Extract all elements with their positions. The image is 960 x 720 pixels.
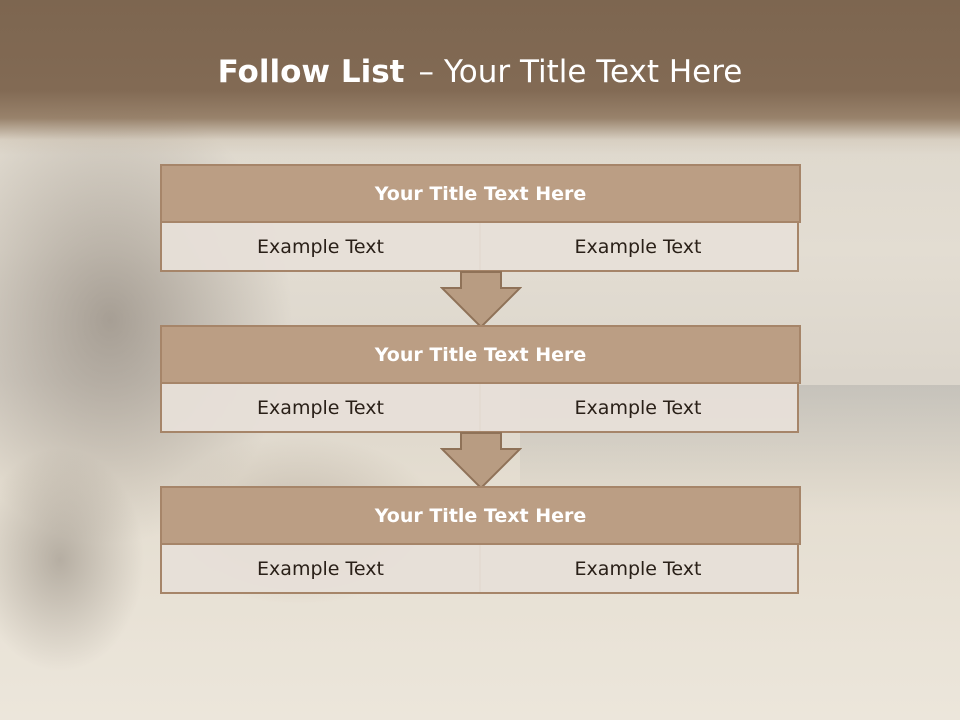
slide-title: Follow List–Your Title Text Here xyxy=(0,54,960,90)
block-title: Your Title Text Here xyxy=(160,325,801,384)
block-right-text: Example Text xyxy=(479,543,799,594)
block-left-text: Example Text xyxy=(160,543,481,594)
block-title: Your Title Text Here xyxy=(160,486,801,545)
title-bar xyxy=(0,0,960,155)
block-title: Your Title Text Here xyxy=(160,164,801,223)
slide-title-bold: Follow List xyxy=(217,54,405,90)
slide-title-separator: – xyxy=(418,54,434,90)
block-left-text: Example Text xyxy=(160,382,481,433)
down-arrow-icon xyxy=(440,271,522,329)
block-right-text: Example Text xyxy=(479,382,799,433)
slide-title-rest: Your Title Text Here xyxy=(443,54,743,90)
list-block-1: Your Title Text Here Example Text Exampl… xyxy=(160,164,801,272)
block-left-text: Example Text xyxy=(160,221,481,272)
block-right-text: Example Text xyxy=(479,221,799,272)
list-block-2: Your Title Text Here Example Text Exampl… xyxy=(160,325,801,433)
down-arrow-icon xyxy=(440,432,522,490)
list-block-3: Your Title Text Here Example Text Exampl… xyxy=(160,486,801,594)
